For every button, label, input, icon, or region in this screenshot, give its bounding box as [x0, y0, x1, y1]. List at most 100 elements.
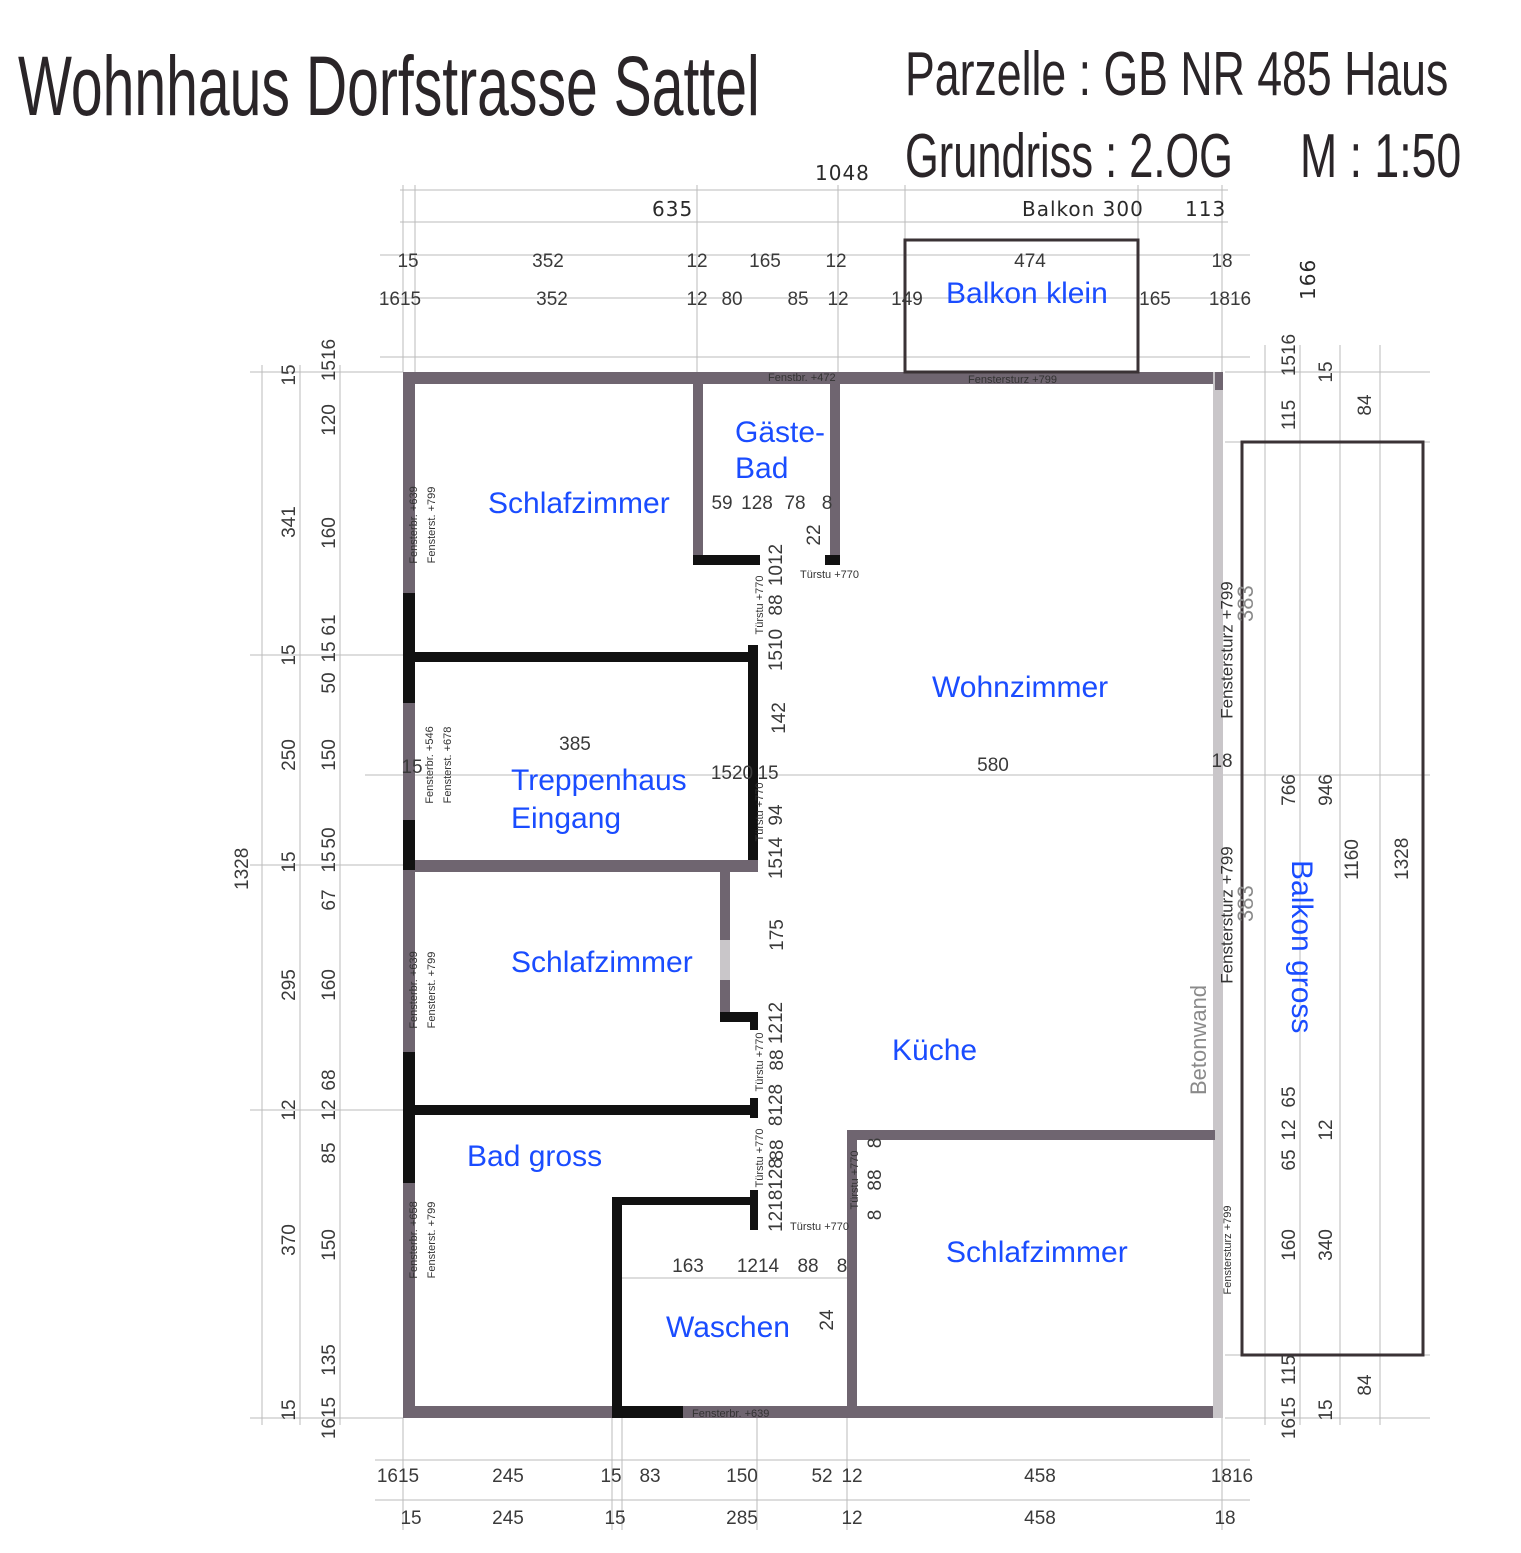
annotation: Fenstersturz +799: [968, 374, 1057, 386]
wall: [838, 372, 1215, 384]
dim: 12: [319, 1099, 340, 1120]
dim: 88: [766, 594, 787, 615]
dim: 68: [319, 1069, 340, 1090]
dim: 1615: [379, 289, 421, 310]
dim: 67: [319, 889, 340, 910]
dim: 1160: [1342, 839, 1363, 880]
wall: [403, 372, 838, 384]
dim: 83: [639, 1466, 660, 1487]
dim-overall: 1328: [232, 848, 253, 890]
room-label-balkon-gross: Balkon gross: [1285, 860, 1318, 1033]
annotation: Türstu +770: [754, 1128, 766, 1187]
dim: 635: [652, 197, 693, 221]
dim: 12: [825, 251, 846, 272]
dim-overall: 1328: [1392, 838, 1413, 880]
dim: 1516: [319, 339, 340, 381]
dim: 166: [1296, 259, 1320, 300]
annotation: Fensterbr. +639: [408, 486, 420, 563]
room-label-gaeste-bad: Gäste-: [735, 416, 825, 449]
dim: 65: [1279, 1149, 1300, 1170]
wall: [1215, 372, 1223, 390]
dim: 85: [787, 289, 808, 310]
wall: [615, 1406, 683, 1418]
dim: 12: [686, 251, 707, 272]
wall: [825, 555, 840, 565]
dim: 383: [1233, 585, 1258, 622]
annotation: Fenstbr. +472: [768, 372, 836, 384]
title-heading: Wohnhaus Dorfstrasse Sattel: [18, 40, 760, 134]
dim: 94: [766, 804, 787, 826]
dim: 15: [1316, 361, 1337, 382]
dim: 85: [319, 1142, 340, 1163]
dim: 580: [977, 755, 1009, 776]
dim: 88: [767, 1139, 788, 1160]
annotation: Türstu +770: [800, 569, 859, 581]
dim: 1012: [766, 544, 787, 586]
dim: 340: [1316, 1229, 1337, 1261]
annotation: Fensterbr. +639: [408, 951, 420, 1028]
dim: 946: [1316, 774, 1337, 806]
dim: 150: [319, 739, 340, 771]
room-label-balkon-klein: Balkon klein: [946, 277, 1108, 310]
dim: 1816: [1209, 289, 1251, 310]
annotation: Fenstersturz +799: [1222, 1206, 1234, 1295]
dim: 65: [1279, 1086, 1300, 1107]
wall: [403, 593, 415, 703]
wall: [612, 1197, 622, 1418]
dim: 175: [767, 919, 788, 951]
room-label-schlafzimmer: Schlafzimmer: [946, 1236, 1128, 1269]
dim: 12: [1316, 1119, 1337, 1140]
annotation: Fensterst. +799: [426, 952, 438, 1029]
annotation: Fensterst. +678: [442, 727, 454, 804]
wall: [750, 1190, 758, 1230]
dim: 245: [492, 1508, 524, 1529]
wall: [750, 1098, 758, 1118]
annotation: Betonwand: [1186, 985, 1211, 1095]
wall: [415, 860, 758, 872]
dim: 160: [319, 969, 340, 1001]
dim: 160: [319, 517, 340, 549]
dim: 165: [1139, 289, 1171, 310]
dim: 15: [600, 1466, 621, 1487]
annotation: Türstu +770: [754, 575, 766, 634]
annotation: Fensterbr. +639: [692, 1408, 769, 1420]
dimension-lines: [250, 185, 1430, 1530]
wall: [1213, 372, 1223, 1418]
dim: 163: [672, 1256, 704, 1277]
dim: 341: [279, 506, 300, 538]
dim: Balkon 300: [1022, 197, 1144, 221]
dim: 12: [841, 1466, 862, 1487]
dim: 88: [767, 1049, 788, 1070]
dim: 1615: [319, 1397, 340, 1439]
scale-label: M : 1:50: [1300, 122, 1461, 191]
dim: 80: [721, 289, 742, 310]
dim: 1212: [766, 1002, 787, 1044]
wall: [403, 1052, 415, 1183]
dim: 150: [319, 1229, 340, 1261]
dim: 115: [1279, 400, 1300, 430]
annotation: Fensterbr. +546: [424, 726, 436, 803]
dim: 1514: [766, 836, 787, 879]
dim: 12: [279, 1099, 300, 1120]
room-label-waschen: Waschen: [666, 1311, 790, 1344]
dim: 1615: [377, 1466, 419, 1487]
plan-label: Grundriss : 2.OG: [905, 123, 1233, 191]
dim: 12: [686, 289, 707, 310]
dim: 352: [532, 251, 564, 272]
dim: 383: [1233, 885, 1258, 922]
wall: [847, 1130, 857, 1418]
dim: 458: [1024, 1466, 1056, 1487]
room-label-treppenhaus: Treppenhaus: [511, 764, 687, 797]
dim: 8: [865, 1210, 886, 1221]
wall: [612, 1197, 758, 1205]
dim-overall: 1048: [815, 161, 870, 185]
annotation: Türstu +770: [849, 1150, 861, 1209]
room-label-bad-gross: Bad gross: [467, 1140, 602, 1173]
dim: 88: [865, 1169, 886, 1190]
dim: 84: [1355, 1374, 1376, 1396]
annotation: Fensterst. +799: [426, 487, 438, 564]
wall: [750, 1012, 758, 1030]
dim: 150: [726, 1466, 758, 1487]
dim: 142: [769, 702, 790, 734]
